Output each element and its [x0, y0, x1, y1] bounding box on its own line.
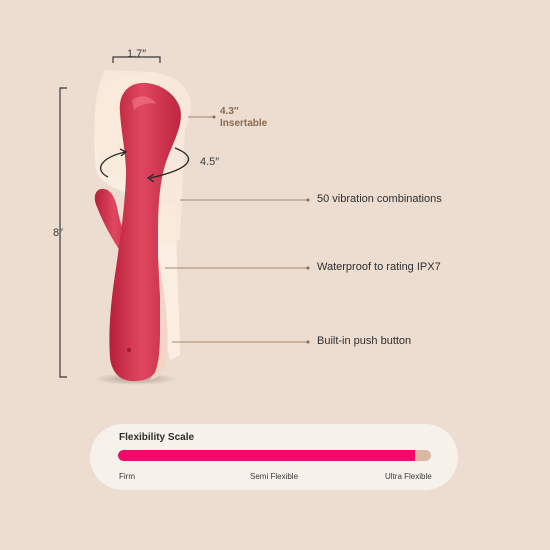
flexibility-fill: [118, 450, 416, 461]
flexibility-track: [118, 450, 431, 461]
flexibility-scale-card: Flexibility Scale Firm Semi Flexible Ult…: [90, 424, 458, 490]
product-shaft: [109, 82, 181, 381]
push-button-icon: [127, 348, 131, 352]
callout-vibration: 50 vibration combinations: [317, 193, 442, 205]
circumference-arrow-left: [99, 151, 126, 178]
flexibility-title: Flexibility Scale: [119, 432, 195, 443]
callout-button: Built-in push button: [317, 335, 412, 347]
insertable-callout: 4.3″ Insertable: [220, 106, 267, 130]
width-label: 1.7″: [127, 48, 147, 60]
product-base: [150, 268, 168, 380]
callout-waterproof: Waterproof to rating IPX7: [317, 261, 441, 273]
flexibility-label-firm: Firm: [119, 472, 135, 481]
flexibility-label-ultra: Ultra Flexible: [385, 472, 432, 481]
height-bracket: [59, 87, 67, 378]
shaft-highlight: [132, 96, 156, 110]
circumference-arrow-right: [149, 147, 190, 179]
height-label: 8″: [53, 227, 64, 239]
flexibility-label-semi: Semi Flexible: [250, 472, 299, 481]
width-bracket: [112, 56, 161, 63]
insertable-label: Insertable: [220, 118, 268, 129]
insertable-length: 4.3″: [220, 106, 239, 117]
circumference-label: 4.5″: [200, 156, 220, 168]
